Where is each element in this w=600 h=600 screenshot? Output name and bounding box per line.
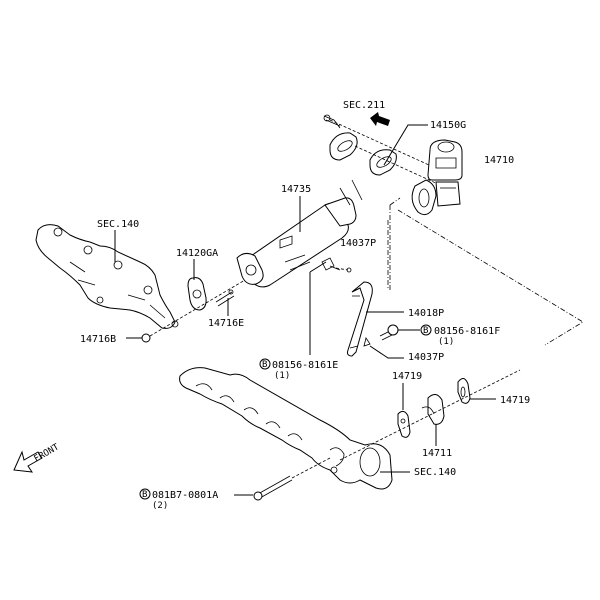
bolt-08156-8161f <box>379 324 399 341</box>
egr-valve-14710 <box>411 139 463 216</box>
svg-text:B: B <box>423 326 428 336</box>
label-14716e: 14716E <box>208 318 244 329</box>
svg-text:B: B <box>142 490 147 500</box>
bolt-type-b-icon <box>259 358 271 370</box>
label-14710: 14710 <box>484 155 514 166</box>
gasket-14719-left <box>397 410 411 438</box>
gasket-14150g <box>369 149 397 176</box>
exhaust-manifold <box>35 224 179 329</box>
label-sec211: SEC.211 <box>343 100 385 111</box>
stud-14716e <box>215 289 235 307</box>
egr-tube-14735 <box>236 197 357 288</box>
gasket-14719-right <box>457 378 471 404</box>
nut-14716b <box>141 333 151 343</box>
label-081b7-0801a: 081B7-0801A <box>152 490 218 501</box>
clip-14037p-top <box>321 257 352 273</box>
bolt-top <box>323 114 341 129</box>
clip-14037p-bottom <box>363 337 371 347</box>
label-sec140-bottom: SEC.140 <box>414 467 456 478</box>
label-08156-8161e-qty: (1) <box>274 371 290 381</box>
label-08156-8161f: 08156-8161F <box>434 326 500 337</box>
label-081b7-0801a-qty: (2) <box>152 501 168 511</box>
lower-manifold <box>179 367 393 490</box>
label-08156-8161e: 08156-8161E <box>272 360 338 371</box>
label-14018p: 14018P <box>408 308 444 319</box>
gasket-14120ga <box>187 277 207 311</box>
label-sec140-top: SEC.140 <box>97 219 139 230</box>
gasket-upper-left <box>329 132 358 161</box>
bolt-type-b-icon <box>420 324 432 336</box>
adapter-14711 <box>421 394 445 425</box>
label-08156-8161f-qty: (1) <box>438 337 454 347</box>
svg-text:B: B <box>262 360 267 370</box>
label-14716b: 14716B <box>80 334 116 345</box>
label-14150g: 14150G <box>430 120 466 131</box>
front-arrow-icon <box>13 450 43 473</box>
label-front: FRONT <box>33 442 62 464</box>
label-14120ga: 14120GA <box>176 248 218 259</box>
label-14711: 14711 <box>422 448 452 459</box>
label-14719-left: 14719 <box>392 371 422 382</box>
label-14037p-bottom: 14037P <box>408 352 444 363</box>
label-14735: 14735 <box>281 184 311 195</box>
label-14037p-top: 14037P <box>340 238 376 249</box>
bolt-081b7-0801a <box>253 475 293 501</box>
label-14719-right: 14719 <box>500 395 530 406</box>
bolt-type-b-icon <box>139 488 151 500</box>
direction-arrow-icon <box>370 112 390 126</box>
bracket-14018p <box>347 281 373 357</box>
